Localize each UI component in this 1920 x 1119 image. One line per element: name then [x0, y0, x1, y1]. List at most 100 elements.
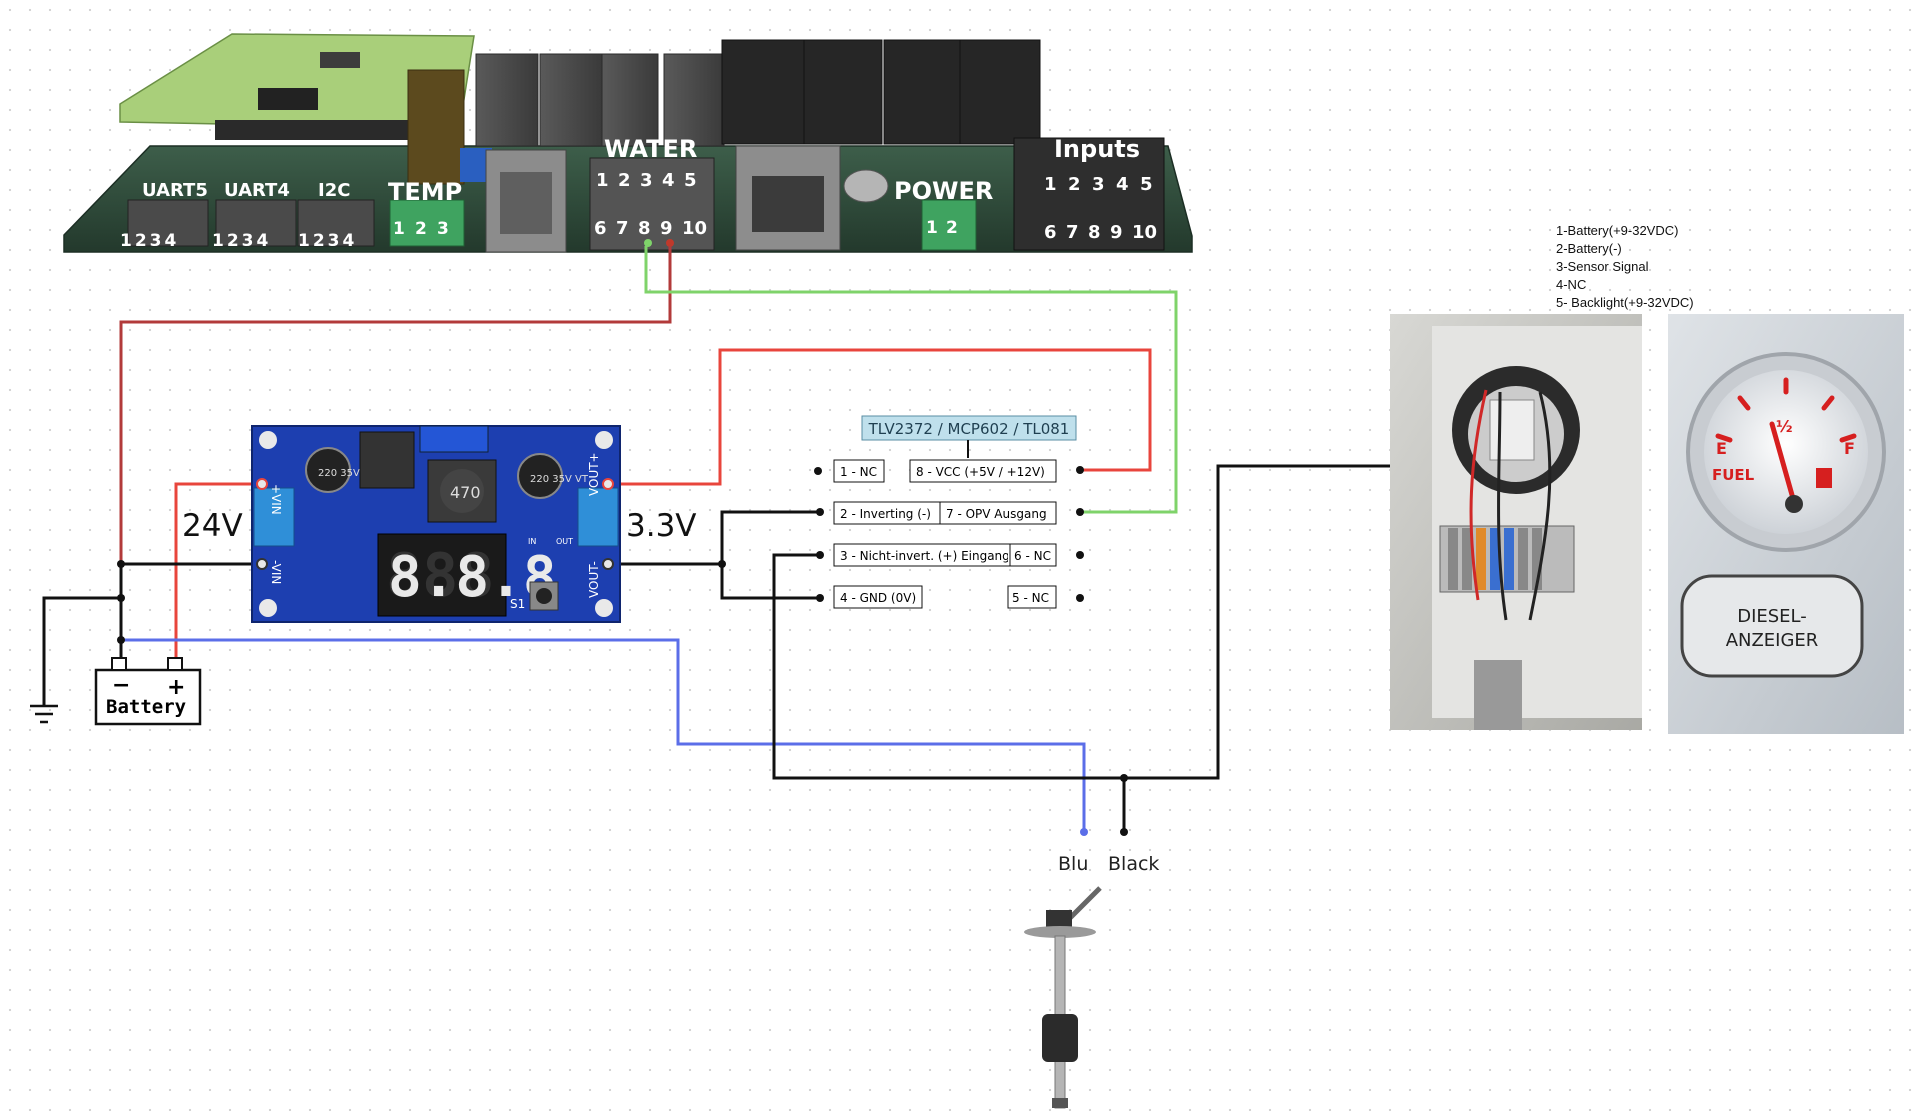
sensor-wire-blue-label: Blu [1058, 853, 1088, 875]
water-label: WATER [604, 135, 697, 163]
uart5-pins: 1234 [120, 231, 179, 251]
battery: − + Battery [94, 657, 202, 726]
svg-text:888: 888 [386, 541, 494, 611]
buck-converter-module: 220 35V VT 220 35V VT 470 888 8.8.8 S1 I… [251, 425, 621, 623]
gauge-back-photo [1390, 314, 1642, 730]
board-pin-label: 7 [616, 218, 629, 239]
opamp-pin-8: 8 - VCC (+5V / +12V) [916, 465, 1045, 479]
water-pin-9-dot [666, 239, 674, 247]
wire-dark-red [119, 246, 672, 565]
fuel-gauge-photo: E ½ F FUEL DIESEL- ANZEIGER [1668, 314, 1904, 734]
vin-minus-label: -VIN [269, 560, 283, 584]
board-pin-label: 6 [594, 218, 607, 239]
temp-pin: 2 [415, 219, 427, 239]
vout-plus-label: VOUT+ [587, 452, 601, 496]
gauge-pinout-notes: 1-Battery(+9-32VDC) 2-Battery(-) 3-Senso… [1556, 222, 1694, 312]
uart4-pins: 1234 [212, 231, 271, 251]
board-pin-label: 6 [1044, 222, 1057, 243]
uart5-label: UART5 [142, 180, 208, 201]
board-pin-label: 1 [1044, 174, 1057, 195]
ground-symbol [30, 704, 58, 724]
gauge-fuel-label: FUEL [1712, 466, 1755, 484]
opamp-pin-6: 6 - NC [1014, 549, 1051, 563]
board-pin-label: 2 [618, 170, 631, 191]
gauge-full-label: F [1844, 439, 1855, 458]
output-voltage-label: 3.3V [626, 508, 697, 544]
wire-black-gnd-op [720, 564, 820, 600]
badge-line-2: ANZEIGER [1726, 630, 1819, 651]
controller-board: UART5 UART4 I2C TEMP WATER POWER Inputs … [63, 33, 1193, 253]
gauge-pinout-line: 4-NC [1556, 277, 1587, 292]
opamp-pin-4: 4 - GND (0V) [840, 591, 916, 605]
power-label: POWER [894, 177, 993, 205]
inputs-label: Inputs [1054, 135, 1140, 163]
level-sensor [1024, 886, 1102, 1109]
temp-pin: 3 [437, 219, 449, 239]
board-pin-label: 7 [1066, 222, 1079, 243]
opamp-pin-3: 3 - Nicht-invert. (+) Eingang [840, 549, 1010, 563]
switch-label: S1 [510, 597, 525, 611]
gauge-empty-label: E [1716, 439, 1727, 458]
board-pin-label: 2 [1068, 174, 1081, 195]
board-pin-label: 4 [662, 170, 675, 191]
board-pin-label: 3 [640, 170, 653, 191]
wire-red-vcc [608, 348, 1152, 486]
temp-pin: 1 [393, 219, 405, 239]
opamp-title: TLV2372 / MCP602 / TL081 [868, 420, 1070, 438]
wire-black-out [608, 510, 820, 566]
wire-green [644, 246, 1178, 514]
power-pin: 1 [926, 218, 938, 238]
vin-plus-label: +VIN [269, 484, 283, 515]
i2c-label: I2C [318, 180, 350, 201]
diesel-badge [1680, 574, 1864, 678]
out-label: OUT [556, 537, 573, 546]
gauge-pinout-line: 3-Sensor Signal [1556, 259, 1649, 274]
board-pin-label: 1 [596, 170, 609, 191]
gauge-pinout-line: 2-Battery(-) [1556, 241, 1622, 256]
board-pin-label: 5 [1140, 174, 1153, 195]
gauge-pinout-line: 5- Backlight(+9-32VDC) [1556, 295, 1694, 310]
inductor-label: 470 [450, 483, 481, 502]
cap1-label: 220 35V VT [318, 468, 377, 479]
opamp-pinout: TLV2372 / MCP602 / TL081 1 - NC 8 - VCC … [814, 415, 1084, 609]
display-digits: 8.8.8 [388, 545, 557, 610]
opamp-pin-2: 2 - Inverting (-) [840, 507, 931, 521]
wire-red-batt [174, 482, 260, 668]
cap2-label: 220 35V VT [530, 474, 589, 485]
badge-line-1: DIESEL- [1737, 606, 1807, 627]
in-label: IN [528, 537, 536, 546]
input-voltage-label: 24V [182, 508, 243, 544]
board-pin-label: 3 [1092, 174, 1105, 195]
board-pin-label: 8 [638, 218, 651, 239]
battery-label: Battery [106, 696, 186, 718]
battery-minus: − [112, 673, 130, 698]
board-pin-label: 8 [1088, 222, 1101, 243]
vout-minus-label: VOUT- [587, 561, 601, 598]
opamp-pin-1: 1 - NC [840, 465, 877, 479]
water-pin-8-dot [644, 239, 652, 247]
opamp-pin-7: 7 - OPV Ausgang [946, 507, 1047, 521]
i2c-pins: 1234 [298, 231, 357, 251]
board-pin-label: 5 [684, 170, 697, 191]
board-pin-label: 10 [682, 218, 707, 239]
sensor-wire-black-label: Black [1108, 853, 1159, 875]
board-pin-label: 9 [1110, 222, 1123, 243]
uart4-label: UART4 [224, 180, 290, 201]
gauge-half-label: ½ [1776, 417, 1793, 436]
fuel-pump-icon [1816, 468, 1832, 488]
battery-plus: + [167, 675, 185, 700]
opamp-pin-5: 5 - NC [1012, 591, 1049, 605]
wires [42, 246, 1524, 836]
gauge-needle [1769, 421, 1797, 505]
gauge-pinout-line: 1-Battery(+9-32VDC) [1556, 223, 1679, 238]
temp-label: TEMP [388, 178, 462, 206]
board-pin-label: 10 [1132, 222, 1157, 243]
wire-blue [121, 638, 1086, 832]
board-pin-label: 9 [660, 218, 673, 239]
power-pin: 2 [946, 218, 958, 238]
